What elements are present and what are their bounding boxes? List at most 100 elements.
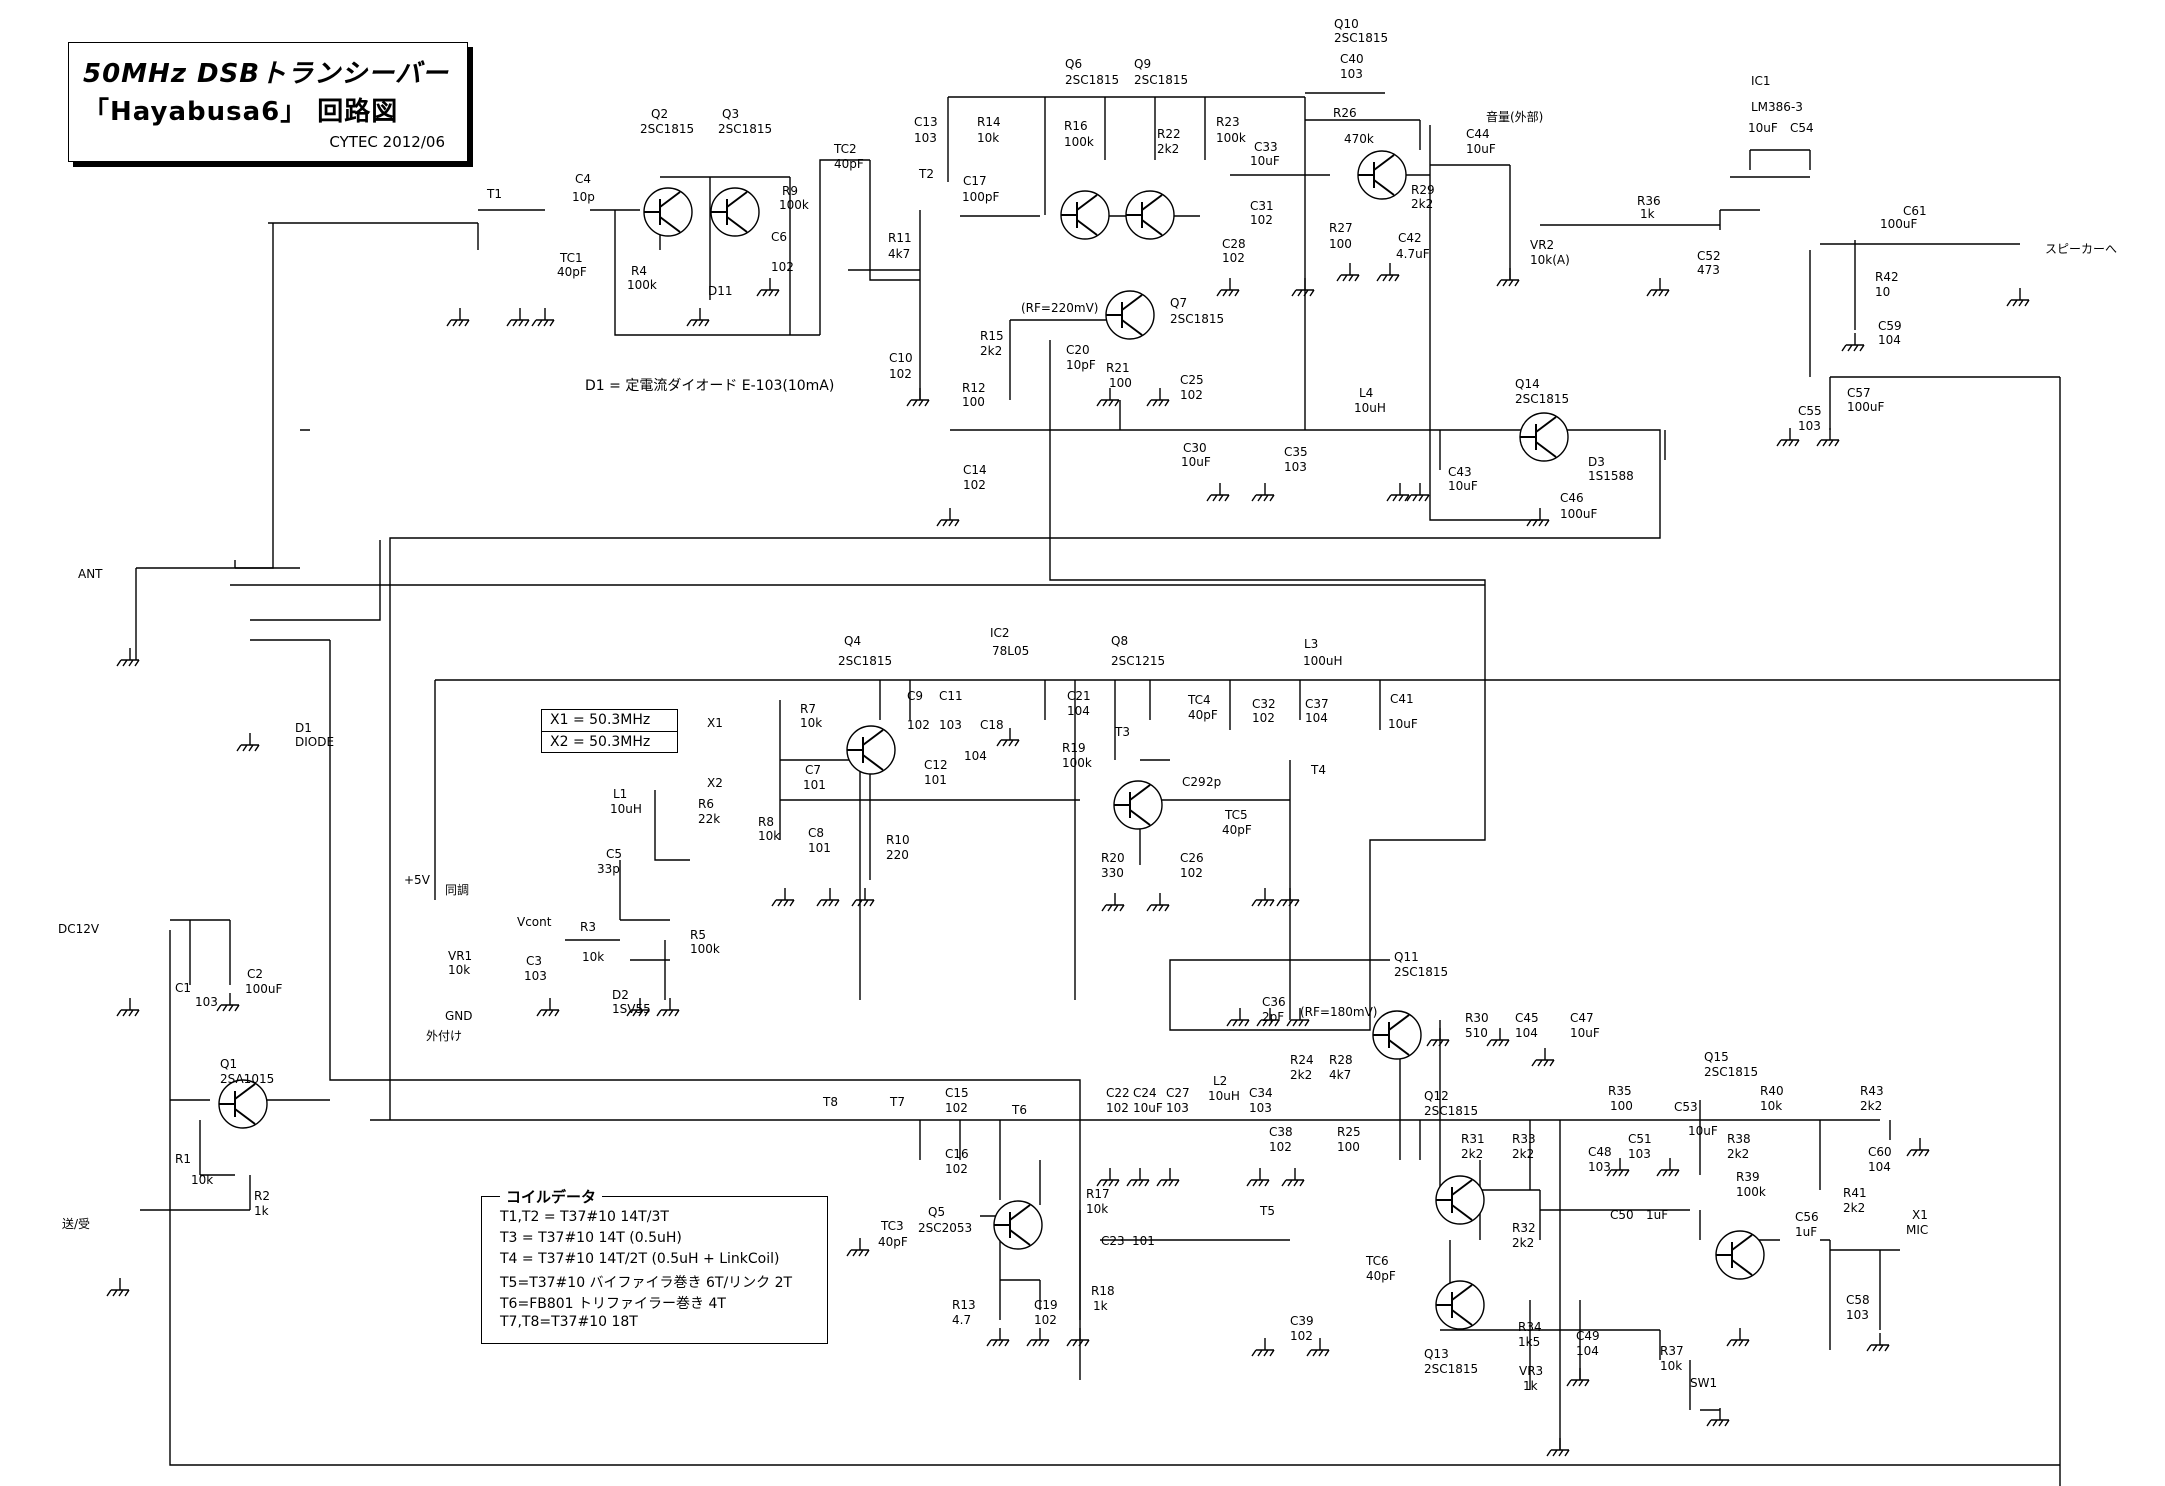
component-label: 103 [1798,419,1821,433]
component-label: Vcont [517,915,552,929]
component-label: R24 [1290,1053,1314,1067]
component-label: C51 [1628,1132,1652,1146]
component-label: 40pF [834,157,864,171]
component-label: 10k [1660,1359,1682,1373]
component-label: R15 [980,329,1004,343]
component-label: C8 [808,826,824,840]
component-label: 2k2 [1157,142,1179,156]
component-label: R29 [1411,183,1435,197]
component-label: Q15 [1704,1050,1729,1064]
component-label: 2SC1815 [1515,392,1569,406]
component-label: 1k [1523,1379,1538,1393]
coil-line: T4 = T37#10 14T/2T (0.5uH + LinkCoil) [500,1251,780,1267]
component-label: LM386-3 [1751,100,1803,114]
component-label: 1uF [1795,1225,1817,1239]
component-label: IC2 [990,626,1010,640]
component-label: L3 [1304,637,1318,651]
component-label: D3 [1588,455,1605,469]
component-label: R9 [782,184,798,198]
component-label: C58 [1846,1293,1870,1307]
component-label: 510 [1465,1026,1488,1040]
component-label: 40pF [1188,708,1218,722]
component-label: C20 [1066,343,1090,357]
component-label: 10k [448,963,470,977]
component-label: 102 [771,260,794,274]
component-label: 2SC1815 [718,122,772,136]
component-label: R2 [254,1189,270,1203]
component-label: Q6 [1065,57,1082,71]
component-label: 1k [1093,1299,1108,1313]
component-label: R28 [1329,1053,1353,1067]
component-label: 2k2 [1727,1147,1749,1161]
component-label: D2 [612,988,629,1002]
component-label: 102 [945,1162,968,1176]
component-label: 1uF [1646,1208,1668,1222]
component-label: 470k [1344,132,1374,146]
component-label: 104 [1305,711,1328,725]
component-label: TC2 [833,142,857,156]
crystal-table: X1 = 50.3MHz X2 = 50.3MHz [541,709,678,753]
component-label: 10k [191,1173,213,1187]
component-label: 103 [1340,67,1363,81]
coil-line: T6=FB801 トリファイラー巻き 4T [500,1296,726,1312]
component-label: R11 [888,231,912,245]
component-label: 2SA1015 [220,1072,274,1086]
crystal-x2: X2 = 50.3MHz [550,734,651,750]
component-label: 2k2 [980,344,1002,358]
component-label: C31 [1250,199,1274,213]
component-label: 10k [800,716,822,730]
component-label: 2SC1815 [1334,31,1388,45]
component-label: R4 [631,264,647,278]
coil-line: T5=T37#10 バイファイラ巻き 6T/リンク 2T [500,1275,793,1291]
component-label: T4 [1310,763,1326,777]
component-label: 102 [1106,1101,1129,1115]
component-label: R35 [1608,1084,1632,1098]
component-label: R26 [1333,106,1357,120]
component-label: 同調 [445,883,469,897]
component-label: R32 [1512,1221,1536,1235]
component-label: 102 [1180,866,1203,880]
component-label: 102 [907,718,930,732]
component-label: DIODE [295,735,334,749]
component-label: R16 [1064,119,1088,133]
component-label: C24 [1133,1086,1157,1100]
component-label: 100k [1736,1185,1766,1199]
component-label: C46 [1560,491,1584,505]
component-label: 2k2 [1290,1068,1312,1082]
component-label: DC12V [58,922,100,936]
component-label: 104 [1067,704,1090,718]
component-label: R10 [886,833,910,847]
component-label: Q3 [722,107,739,121]
component-label: Q10 [1334,17,1359,31]
component-label: 104 [1515,1026,1538,1040]
component-label: 2SC1815 [1424,1104,1478,1118]
component-label: 473 [1697,263,1720,277]
component-label: 4.7 [952,1313,971,1327]
component-label: Q1 [220,1057,237,1071]
component-label: 40pF [557,265,587,279]
component-label: C55 [1798,404,1822,418]
component-label: 103 [1249,1101,1272,1115]
component-label: 100k [1064,135,1094,149]
component-label: C40 [1340,52,1364,66]
component-label: C6 [771,230,787,244]
component-label: 78L05 [992,644,1029,658]
component-label: C15 [945,1086,969,1100]
component-label: C17 [963,174,987,188]
component-label: 101 [803,778,826,792]
component-label: R40 [1760,1084,1784,1098]
component-label: 10uF [1748,121,1778,135]
component-label: 100 [1329,237,1352,251]
component-label: 10k [582,950,604,964]
component-label: T3 [1114,725,1130,739]
component-label: R43 [1860,1084,1884,1098]
component-label: 10uF [1570,1026,1600,1040]
component-label: 100pF [962,190,1000,204]
component-label: R7 [800,702,816,716]
component-label: 外付け [426,1029,462,1043]
component-label: 102 [945,1101,968,1115]
component-label: C36 [1262,995,1286,1009]
component-label: 10uH [1354,401,1386,415]
component-label: 10uF [1466,142,1496,156]
